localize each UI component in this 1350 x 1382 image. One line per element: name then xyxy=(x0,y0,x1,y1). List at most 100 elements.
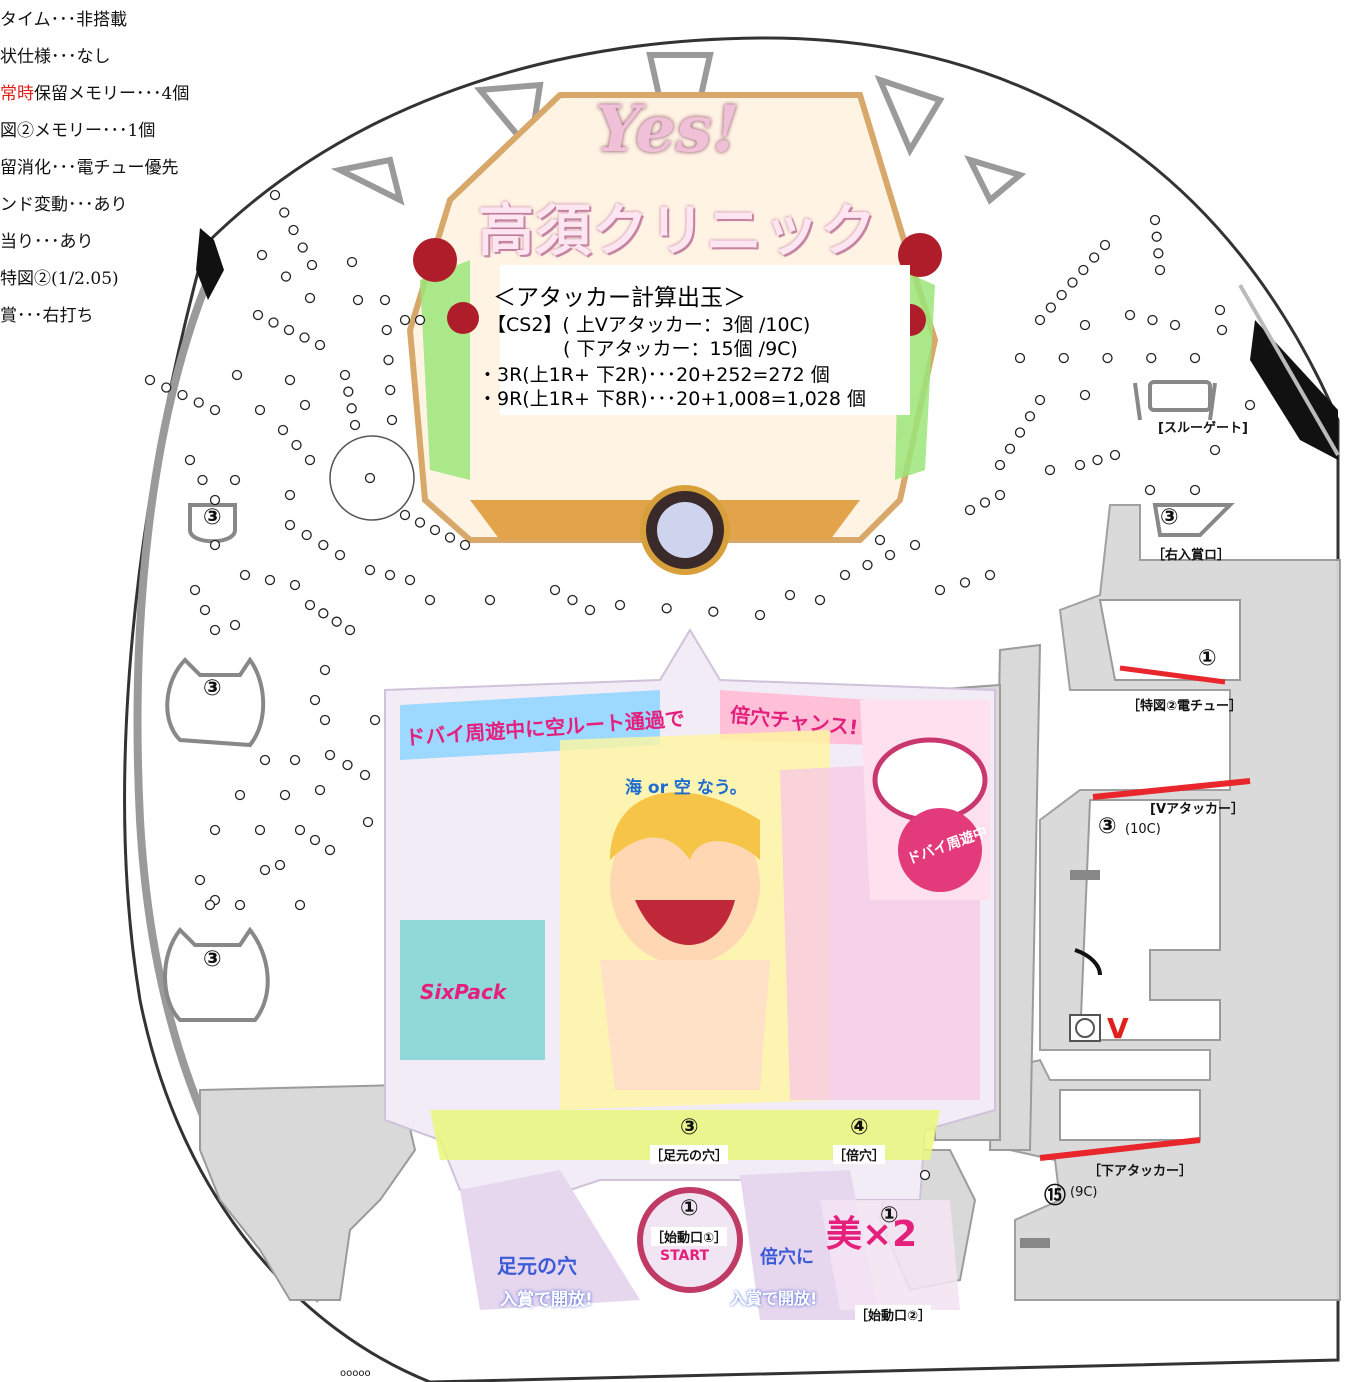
tokuzu2-number: ① xyxy=(1198,646,1217,671)
nail-peg xyxy=(344,624,356,636)
spec-line: 図②メモリー･･･1個 xyxy=(0,121,156,141)
nail-peg xyxy=(994,489,1006,501)
nail-peg xyxy=(424,594,436,606)
nail-peg xyxy=(414,314,426,326)
nail-peg xyxy=(1149,214,1161,226)
nail-peg xyxy=(297,242,308,253)
nail-peg xyxy=(959,577,971,588)
nail-peg xyxy=(318,539,329,551)
nail-peg xyxy=(386,414,398,426)
nail-peg xyxy=(288,224,299,236)
nail-peg xyxy=(161,382,172,393)
launch-tip xyxy=(196,228,224,300)
right-rail xyxy=(1238,284,1340,456)
nail-peg xyxy=(414,517,426,528)
nail-peg xyxy=(567,594,578,606)
nail-peg xyxy=(661,603,672,614)
nail-peg xyxy=(274,859,286,871)
nail-peg xyxy=(839,569,851,581)
nail-peg xyxy=(383,354,394,366)
bottom-dots: ooooo xyxy=(340,1368,371,1379)
nail-peg xyxy=(1109,449,1121,461)
nail-peg xyxy=(404,574,416,586)
attacker-calc-9r: ・9R(上1R+ 下8R)･･･20+1,008=1,028 個 xyxy=(478,388,866,410)
tokuzu2-bar xyxy=(1119,665,1226,685)
spec-line: 常時保留メモリー･･･4個 xyxy=(0,84,190,104)
nail-peg xyxy=(189,584,201,596)
logo-yes: Yes! xyxy=(595,92,740,167)
nail-peg xyxy=(284,374,296,386)
sixpack-decal: SixPack xyxy=(420,980,507,1004)
nail-peg xyxy=(1099,239,1111,251)
nail-peg xyxy=(1056,289,1067,301)
nail-peg xyxy=(1153,248,1164,259)
nail-peg xyxy=(177,389,188,401)
baiana-decal: 倍穴に xyxy=(760,1247,814,1268)
v-attacker-label: [Vアタッカー］ xyxy=(1150,802,1245,817)
nail-peg xyxy=(346,403,357,414)
nail-peg xyxy=(459,539,471,551)
nail-peg xyxy=(1146,352,1157,364)
nail-peg xyxy=(1102,352,1113,364)
ashimoto-ana-label: ［足元の穴］ xyxy=(650,1145,729,1164)
baiana-label: ［倍穴］ xyxy=(833,1145,886,1164)
nail-peg xyxy=(964,504,976,516)
nail-peg xyxy=(318,608,329,619)
shita-attacker-count: (9C) xyxy=(1070,1185,1098,1200)
nail-peg xyxy=(994,459,1006,471)
nail-peg xyxy=(364,472,376,484)
nail-peg xyxy=(1147,314,1158,326)
baiana-number: ④ xyxy=(850,1115,869,1140)
nail-peg xyxy=(784,589,796,601)
nail-peg xyxy=(484,594,496,606)
nail-peg xyxy=(199,604,211,616)
nail-peg xyxy=(256,249,268,261)
left-pocket-1-number: ③ xyxy=(203,505,222,530)
nail-peg xyxy=(209,824,221,836)
nail-peg xyxy=(429,524,441,536)
nail-peg xyxy=(301,529,312,541)
nail-peg xyxy=(339,369,351,381)
nail-peg xyxy=(614,599,626,611)
nail-peg xyxy=(277,424,289,436)
nail-peg xyxy=(280,271,292,282)
nail-peg xyxy=(279,207,290,218)
nail-peg xyxy=(254,824,266,836)
nail-peg xyxy=(264,574,276,586)
nail-peg xyxy=(304,454,316,466)
nail-peg xyxy=(294,899,306,911)
nail-peg xyxy=(364,564,376,576)
nail-peg xyxy=(1034,314,1046,326)
nail-peg xyxy=(209,494,221,506)
nail-peg xyxy=(342,759,353,771)
right-wedge xyxy=(1250,320,1338,460)
nail-peg xyxy=(1189,352,1201,364)
nail-peg xyxy=(234,899,246,911)
nail-peg xyxy=(229,619,241,631)
right-pocket-number: ③ xyxy=(1160,505,1179,530)
nail-peg xyxy=(289,579,301,591)
v-mark: V xyxy=(1107,1012,1129,1045)
shidoguchi1-number: ① xyxy=(680,1196,699,1221)
nail-peg xyxy=(259,754,271,766)
start-decal: START xyxy=(660,1248,710,1264)
spec-line: ンド変動･･･あり xyxy=(0,195,128,215)
shidoguchi2-number: ① xyxy=(880,1203,899,1228)
nail-peg xyxy=(299,332,310,343)
nail-peg xyxy=(352,294,364,306)
spec-line: 当り･･･あり xyxy=(0,232,94,252)
nail-peg xyxy=(1034,394,1046,406)
nail-peg xyxy=(229,474,241,486)
nail-peg xyxy=(204,899,216,911)
nail-peg xyxy=(299,399,311,411)
nail-peg xyxy=(234,789,246,801)
left-pocket-3-number: ③ xyxy=(203,947,222,972)
nail-peg xyxy=(1124,309,1136,321)
nail-peg xyxy=(1169,319,1181,331)
nail-peg xyxy=(343,386,354,397)
spec-line: タイム･･･非搭載 xyxy=(0,10,128,30)
nail-peg xyxy=(1216,324,1228,336)
nail-peg xyxy=(193,397,204,408)
nail-peg xyxy=(919,1169,931,1181)
